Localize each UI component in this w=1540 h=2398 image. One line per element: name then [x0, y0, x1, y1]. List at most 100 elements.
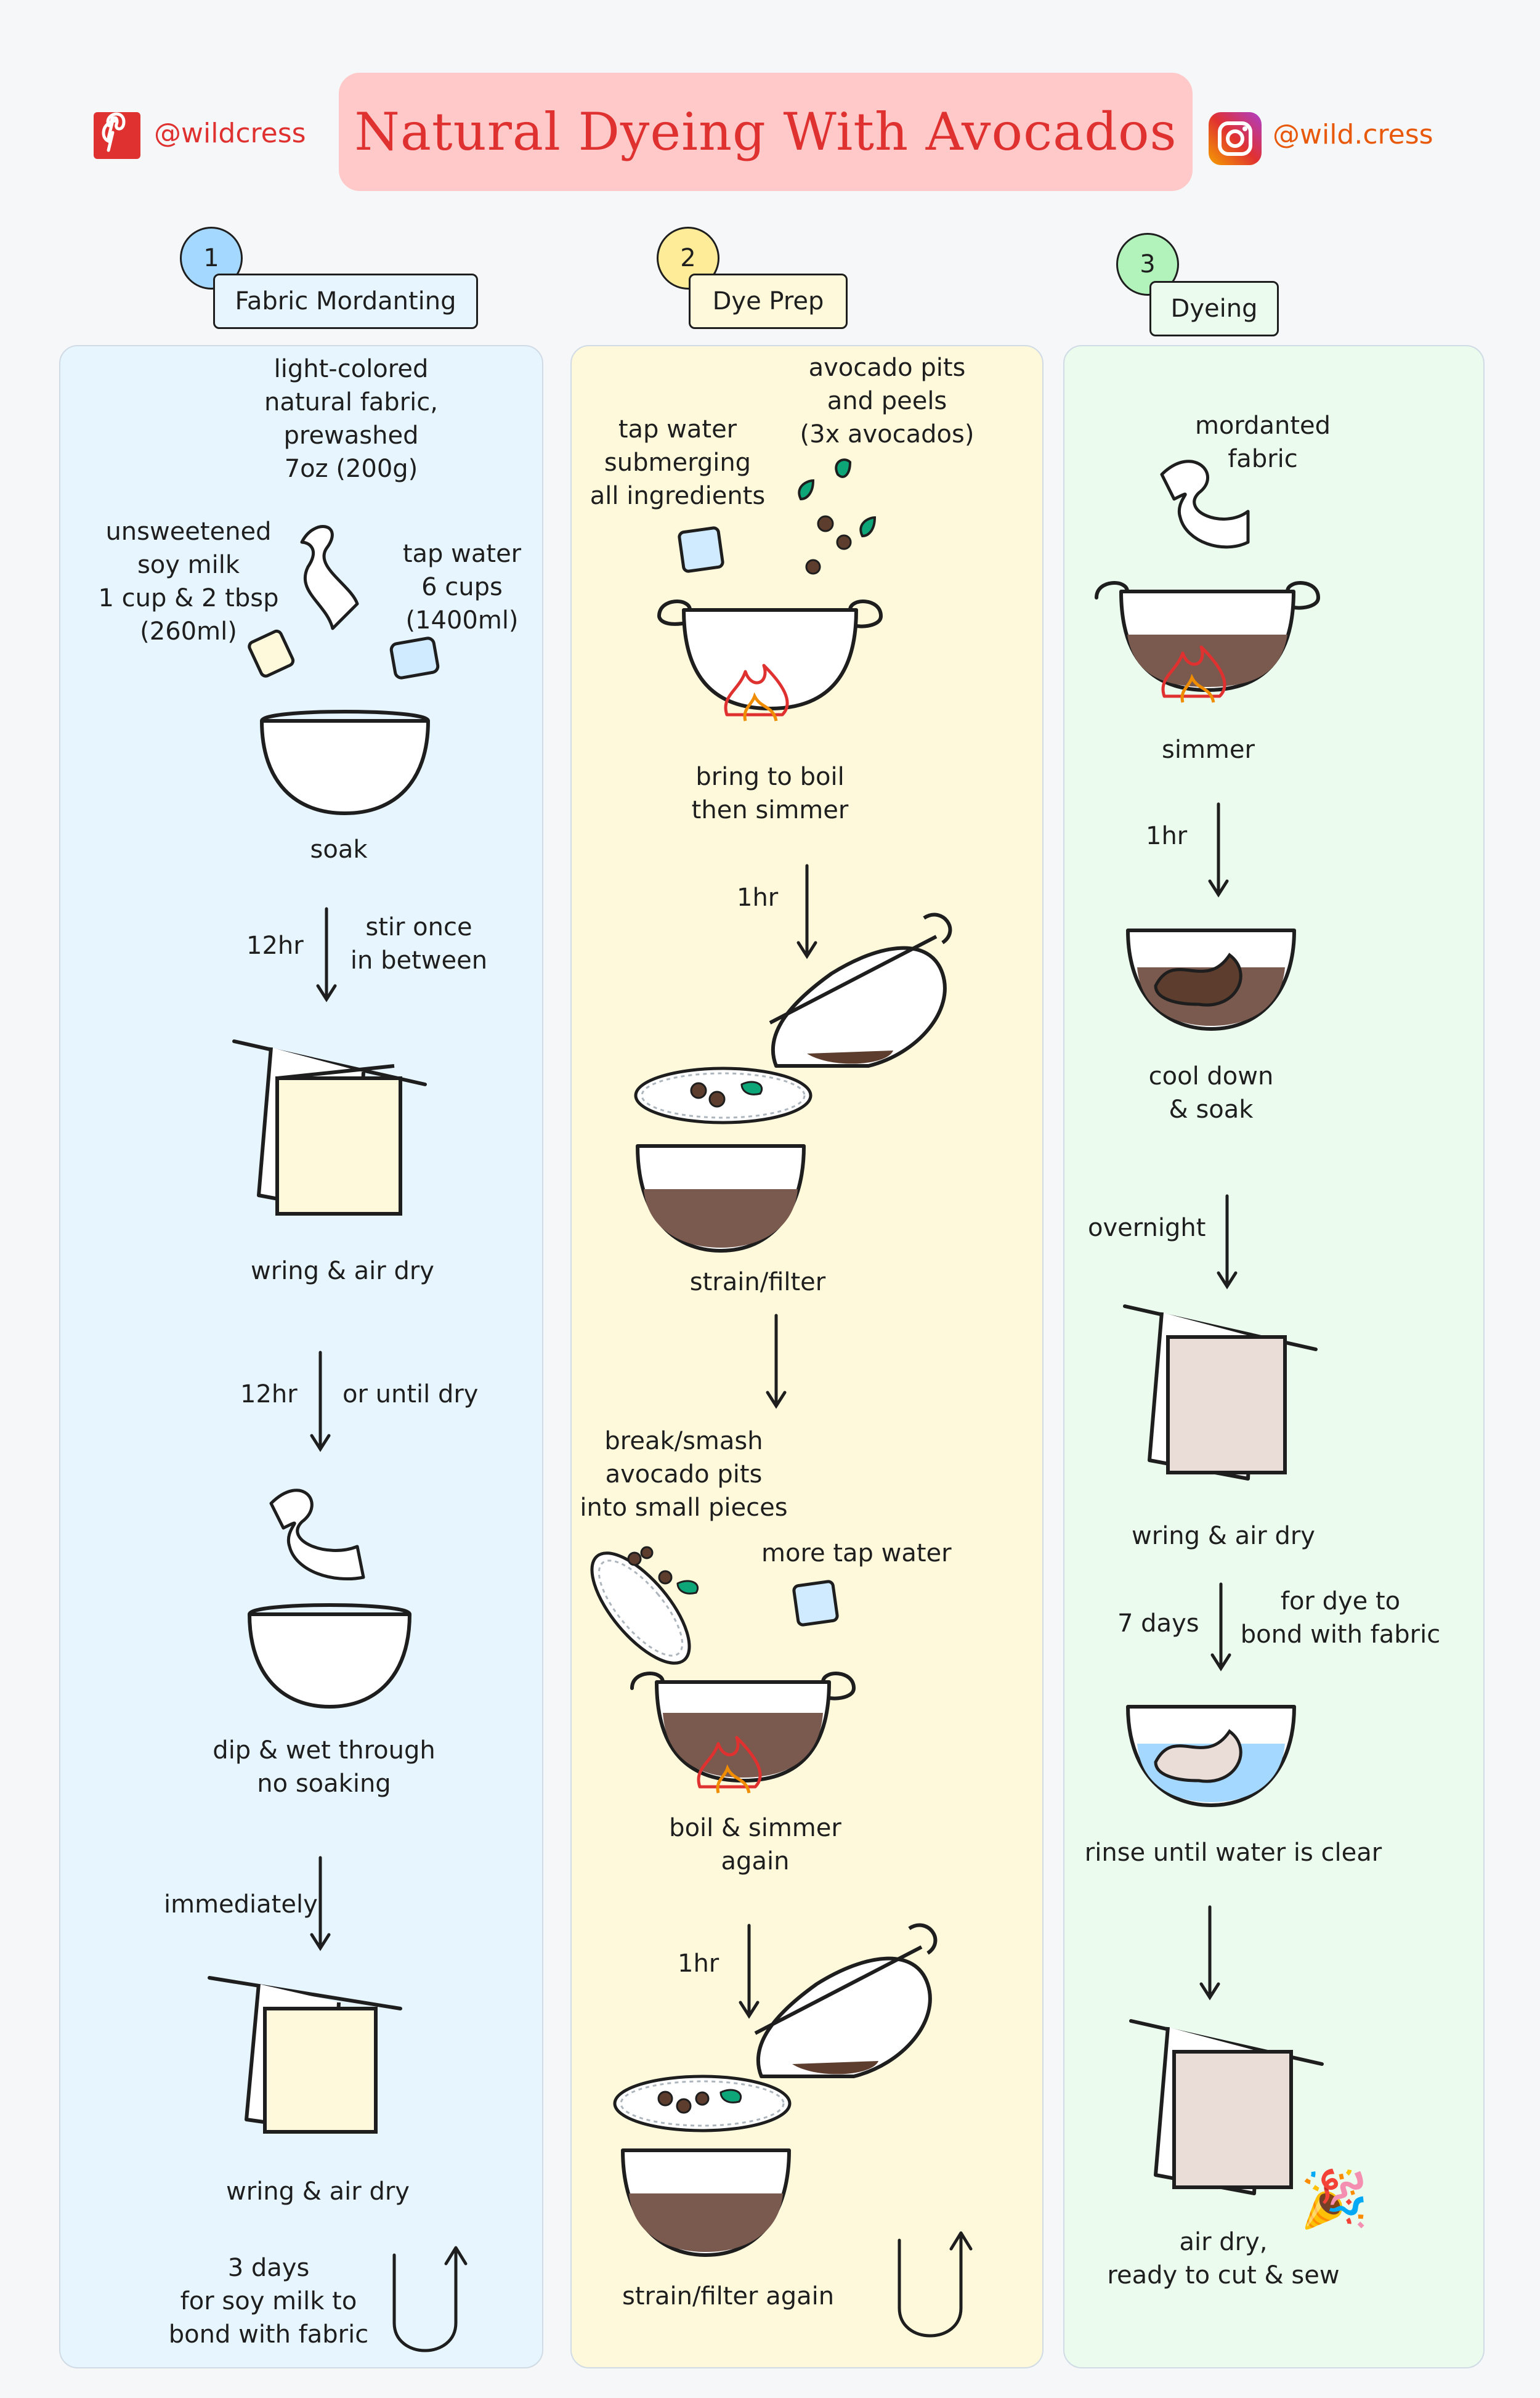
soak-bowl-icon-3 [1126, 929, 1296, 1031]
fabric-line-3: prewashed [283, 421, 419, 450]
soy-milk-cup-icon [248, 629, 295, 678]
water2-line-1: tap water [618, 415, 737, 444]
strain-bowl-icon-1 [636, 1144, 806, 1253]
mordanted-fabric-label: mordanted fabric [1183, 409, 1343, 476]
mordanted-line-2: fabric [1228, 445, 1298, 473]
break-line-3: into small pieces [580, 1494, 788, 1522]
page-title: Natural Dyeing With Avocados [354, 102, 1177, 162]
time-1hr-3: 1hr [1146, 822, 1188, 850]
dip-bowl-icon [248, 1603, 411, 1709]
soy-line-3: 1 cup & 2 tbsp [98, 584, 279, 612]
arrow-down-10 [1199, 1905, 1220, 2001]
boil2-line-2: again [721, 1847, 790, 1876]
soak-bowl-icon [260, 710, 430, 815]
hanging-fabric-4-icon [1129, 2019, 1324, 2195]
arrow-down-9 [1210, 1582, 1231, 1672]
water-cup-icon-2 [678, 526, 724, 573]
rinse-bowl-icon [1126, 1705, 1296, 1807]
time-12hr-1: 12hr [246, 932, 304, 960]
more-water-label: more tap water [761, 1539, 952, 1567]
boil-again-label: boil & simmer again [657, 1811, 854, 1878]
strainer-icon-2 [613, 2075, 792, 2132]
arrow-down-3 [310, 1856, 331, 1951]
instagram-icon[interactable] [1209, 112, 1262, 165]
dip-line-2: no soaking [257, 1770, 391, 1798]
pits-line-1: avocado pits [808, 354, 966, 382]
boil-line-1: bring to boil [695, 763, 845, 791]
arrow-down-2 [310, 1351, 331, 1452]
cool-line-2: & soak [1169, 1095, 1254, 1124]
hanging-fabric-1-icon [232, 1039, 427, 1216]
simmer-label: simmer [1162, 736, 1255, 764]
strainer-icon-1 [634, 1067, 813, 1124]
pinterest-handle[interactable]: @wildcress [154, 118, 306, 149]
rinse-label: rinse until water is clear [1084, 1839, 1382, 1867]
days-line-3: bond with fabric [168, 2320, 369, 2349]
page-title-banner: Natural Dyeing With Avocados [339, 73, 1193, 191]
fabric-strip-icon [300, 525, 359, 630]
soy-milk-label: unsweetened soy milk 1 cup & 2 tbsp (260… [90, 515, 287, 648]
soy-bond-days-label: 3 days for soy milk to bond with fabric [152, 2251, 386, 2351]
strain-again-label: strain/filter again [622, 2282, 835, 2311]
arrow-down-5 [766, 1314, 787, 1409]
cool-line-1: cool down [1148, 1062, 1274, 1091]
bond-line-2: bond with fabric [1240, 1620, 1441, 1649]
step-1-label: Fabric Mordanting [213, 274, 478, 329]
instagram-handle[interactable]: @wild.cress [1273, 119, 1433, 150]
pinterest-icon[interactable] [94, 112, 140, 159]
time-1hr-1: 1hr [737, 884, 779, 912]
soy-line-4: (260ml) [140, 617, 237, 646]
stir-line-2: in between [350, 946, 488, 975]
boil-pot-icon [657, 600, 883, 721]
hanging-fabric-3-icon [1123, 1304, 1318, 1481]
bond-line-1: for dye to [1280, 1587, 1401, 1616]
arrow-down-6 [739, 1924, 760, 2019]
step-1-badge: 1 [180, 227, 243, 290]
party-popper-icon: 🎉 [1300, 2167, 1369, 2232]
boil-line-2: then simmer [691, 796, 849, 824]
tilted-strainer-icon [590, 1546, 699, 1665]
dip-label: dip & wet through no soaking [195, 1734, 453, 1800]
fabric-label: light-colored natural fabric, prewashed … [259, 352, 444, 486]
step-3-badge: 3 [1116, 233, 1179, 296]
repeat-arrow-1 [392, 2246, 468, 2352]
water-line-1: tap water [402, 540, 522, 568]
stir-line-1: stir once [365, 913, 472, 941]
fabric-strip-icon-3 [1160, 460, 1250, 549]
immediately-label: immediately [164, 1890, 318, 1919]
fabric-line-1: light-colored [274, 355, 429, 383]
step-1-number: 1 [203, 244, 219, 272]
step-2-number: 2 [680, 244, 696, 272]
until-dry-label: or until dry [342, 1380, 479, 1408]
arrow-down-4 [796, 864, 817, 959]
boil-label: bring to boil then simmer [678, 760, 862, 827]
days-line-2: for soy milk to [180, 2287, 357, 2315]
time-12hr-2: 12hr [240, 1380, 298, 1408]
step-3-label: Dyeing [1149, 281, 1279, 336]
fabric-line-2: natural fabric, [264, 388, 438, 417]
soy-line-1: unsweetened [105, 518, 272, 546]
water2-line-2: submerging [604, 449, 752, 477]
repeat-arrow-2 [898, 2231, 973, 2338]
dye-bond-label: for dye to bond with fabric [1236, 1585, 1445, 1651]
wring-dry-label-2: wring & air dry [226, 2177, 410, 2206]
water-line-2: 6 cups [421, 573, 503, 601]
fabric-line-4: 7oz (200g) [284, 455, 418, 483]
fabric-strip-icon-2 [269, 1489, 365, 1581]
wring-dry-label-1: wring & air dry [251, 1257, 434, 1285]
pouring-pot-icon-2 [754, 1923, 938, 2078]
boil-pot-icon-2 [630, 1672, 856, 1794]
time-7days: 7 days [1117, 1609, 1199, 1638]
days-line-1: 3 days [227, 2254, 310, 2282]
pits-line-3: (3x avocados) [800, 420, 975, 449]
break-pits-label: break/smash avocado pits into small piec… [573, 1425, 795, 1524]
soak-label: soak [310, 835, 368, 864]
water-cup-icon-3 [792, 1580, 839, 1627]
break-line-1: break/smash [604, 1427, 763, 1455]
step-3-number: 3 [1140, 250, 1156, 278]
hanging-fabric-2-icon [208, 1976, 402, 2134]
stir-label: stir once in between [345, 911, 493, 977]
arrow-down-1 [316, 907, 337, 1002]
water2-line-3: all ingredients [590, 482, 766, 510]
strain-bowl-icon-2 [621, 2148, 791, 2257]
